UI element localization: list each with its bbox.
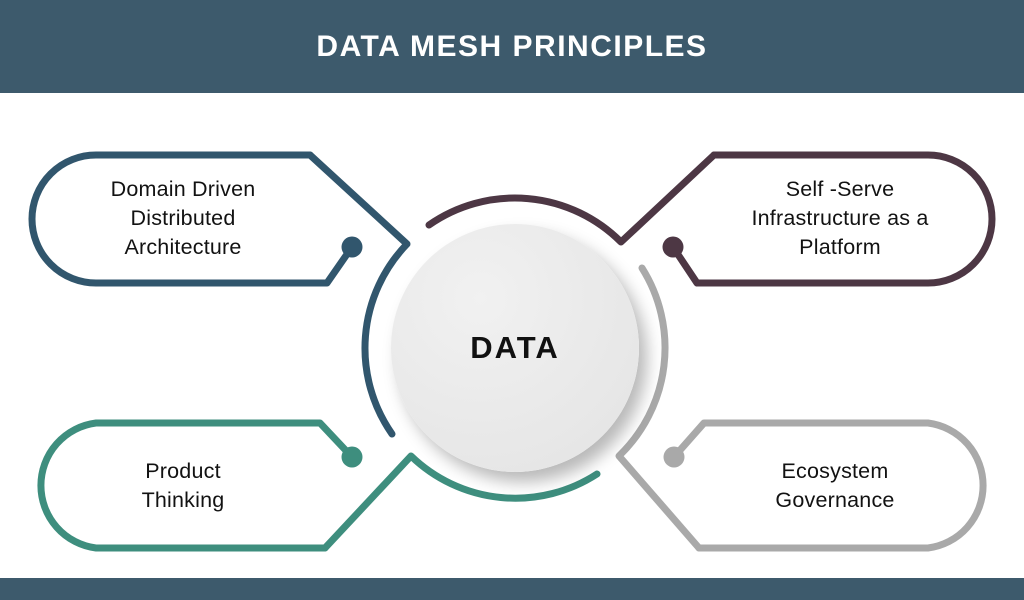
product-thinking-tag-group	[37, 419, 601, 552]
domain-driven-tag-group	[28, 151, 411, 438]
domain-driven-dot	[341, 236, 363, 258]
self-serve-label-line3: Platform	[799, 235, 881, 259]
ecosystem-governance-tag-group	[615, 264, 987, 552]
data-circle: DATA	[391, 224, 639, 472]
domain-driven-tag-outline	[28, 151, 356, 287]
product-thinking-tag-outline	[37, 419, 356, 552]
self-serve-tag-outline	[669, 151, 996, 287]
product-thinking-label-line1: Product	[145, 459, 221, 483]
product-thinking-label: Product Thinking	[45, 457, 321, 515]
domain-driven-label: Domain Driven Distributed Architecture	[45, 175, 321, 262]
self-serve-connector-arc	[425, 151, 718, 246]
domain-driven-connector-arc	[306, 151, 411, 438]
self-serve-dot	[662, 236, 684, 258]
self-serve-label: Self -Serve Infrastructure as a Platform	[702, 175, 978, 262]
product-thinking-label-line2: Thinking	[141, 488, 225, 512]
ecosystem-governance-connector-arc	[615, 264, 703, 552]
data-circle-label: DATA	[470, 330, 560, 365]
self-serve-label-line1: Self -Serve	[785, 177, 895, 201]
self-serve-tag-group	[425, 151, 996, 287]
ecosystem-governance-label-line2: Governance	[775, 488, 895, 512]
ecosystem-governance-label-line1: Ecosystem	[781, 459, 889, 483]
domain-driven-label-line1: Domain Driven	[110, 177, 256, 201]
ecosystem-governance-tag-outline	[670, 419, 987, 552]
product-thinking-connector-arc	[321, 452, 601, 552]
product-thinking-dot	[341, 446, 363, 468]
footer-bar	[0, 578, 1024, 600]
domain-driven-label-line2: Distributed	[130, 206, 236, 230]
ecosystem-governance-dot	[663, 446, 685, 468]
ecosystem-governance-label: Ecosystem Governance	[697, 457, 973, 515]
domain-driven-label-line3: Architecture	[124, 235, 242, 259]
page-title: DATA MESH PRINCIPLES	[316, 29, 708, 63]
self-serve-label-line2: Infrastructure as a	[751, 206, 929, 230]
header-bar: DATA MESH PRINCIPLES	[0, 0, 1024, 93]
